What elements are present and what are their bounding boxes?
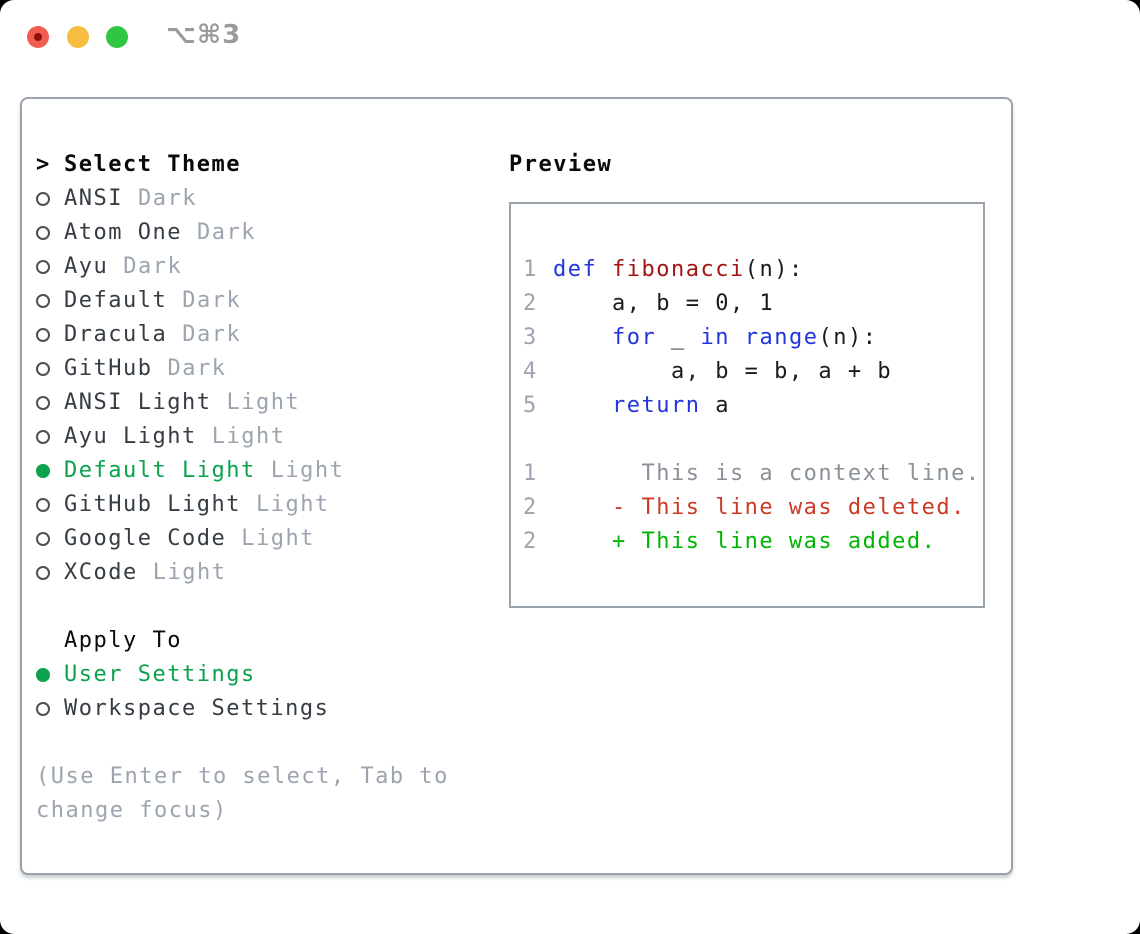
keyboard-hint-line2: change focus) <box>36 798 228 823</box>
diff-added-line: 2 + This line was added. <box>523 525 983 559</box>
theme-name: Ayu Light <box>64 424 197 449</box>
diff-deleted-line: 2 - This line was deleted. <box>523 491 983 525</box>
line-number: 2 <box>523 495 538 520</box>
radio-icon <box>36 226 50 240</box>
window-titlebar: ⌥⌘3 <box>0 0 1140 76</box>
radio-icon <box>36 260 50 274</box>
keyboard-hint-line1: (Use Enter to select, Tab to <box>36 764 449 789</box>
theme-variant: Light <box>270 458 345 483</box>
apply-option-user-settings[interactable]: User Settings <box>36 658 496 692</box>
theme-picker-panel: > Select Theme ANSI Dark Atom One Dark A… <box>20 97 1013 875</box>
radio-icon <box>36 532 50 546</box>
theme-name: Google Code <box>64 526 227 551</box>
theme-option-atom-one-dark[interactable]: Atom One Dark <box>36 216 496 250</box>
theme-variant: Dark <box>137 186 197 211</box>
theme-name: ANSI <box>64 186 123 211</box>
line-number: 2 <box>523 291 538 316</box>
line-number: 1 <box>523 257 538 282</box>
close-button[interactable] <box>27 26 49 48</box>
theme-option-default-dark[interactable]: Default Dark <box>36 284 496 318</box>
theme-name: ANSI Light <box>64 390 212 415</box>
select-theme-title: Select Theme <box>64 152 241 177</box>
radio-icon <box>36 464 50 478</box>
radio-icon <box>36 362 50 376</box>
theme-name: Ayu <box>64 254 109 279</box>
line-number: 4 <box>523 359 538 384</box>
code-line: 2 a, b = 0, 1 <box>523 287 983 321</box>
theme-option-github-dark[interactable]: GitHub Dark <box>36 352 496 386</box>
apply-to-header: Apply To <box>36 624 496 658</box>
theme-name: GitHub Light <box>64 492 241 517</box>
theme-option-ansi-light[interactable]: ANSI Light Light <box>36 386 496 420</box>
apply-option-label: Workspace Settings <box>64 696 330 721</box>
preview-title: Preview <box>509 152 613 177</box>
code-line: 3 for _ in range(n): <box>523 321 983 355</box>
radio-icon <box>36 430 50 444</box>
line-number: 3 <box>523 325 538 350</box>
radio-icon <box>36 294 50 308</box>
theme-option-default-light[interactable]: Default Light Light <box>36 454 496 488</box>
theme-option-ansi-dark[interactable]: ANSI Dark <box>36 182 496 216</box>
theme-variant: Dark <box>182 322 242 347</box>
theme-option-github-light[interactable]: GitHub Light Light <box>36 488 496 522</box>
theme-variant: Light <box>211 424 286 449</box>
theme-variant: Dark <box>196 220 256 245</box>
radio-icon <box>36 702 50 716</box>
line-number: 5 <box>523 393 538 418</box>
theme-list: > Select Theme ANSI Dark Atom One Dark A… <box>36 148 496 828</box>
close-dot-icon <box>34 33 42 41</box>
cursor-icon: > <box>36 152 51 177</box>
theme-variant: Dark <box>167 356 227 381</box>
theme-name: Default <box>64 288 168 313</box>
theme-option-google-code-light[interactable]: Google Code Light <box>36 522 496 556</box>
theme-name: GitHub <box>64 356 153 381</box>
radio-icon <box>36 328 50 342</box>
radio-icon <box>36 396 50 410</box>
minimize-button[interactable] <box>67 26 89 48</box>
code-line: 5 return a <box>523 389 983 423</box>
select-theme-header: > Select Theme <box>36 148 496 182</box>
theme-variant: Light <box>226 390 301 415</box>
line-number: 1 <box>523 461 538 486</box>
theme-option-ayu-light[interactable]: Ayu Light Light <box>36 420 496 454</box>
theme-option-xcode-light[interactable]: XCode Light <box>36 556 496 590</box>
blank-line <box>523 423 983 457</box>
theme-name: Dracula <box>64 322 168 347</box>
window-shortcut-label: ⌥⌘3 <box>166 20 242 50</box>
theme-option-dracula-dark[interactable]: Dracula Dark <box>36 318 496 352</box>
theme-option-ayu-dark[interactable]: Ayu Dark <box>36 250 496 284</box>
theme-variant: Light <box>255 492 330 517</box>
theme-variant: Light <box>152 560 227 585</box>
theme-variant: Dark <box>123 254 183 279</box>
radio-icon <box>36 668 50 682</box>
radio-icon <box>36 192 50 206</box>
apply-to-title: Apply To <box>64 628 182 653</box>
theme-variant: Dark <box>182 288 242 313</box>
apply-option-workspace-settings[interactable]: Workspace Settings <box>36 692 496 726</box>
theme-variant: Light <box>241 526 315 551</box>
radio-icon <box>36 566 50 580</box>
radio-icon <box>36 498 50 512</box>
theme-name: Atom One <box>64 220 182 245</box>
theme-name: Default Light <box>64 458 256 483</box>
line-number: 2 <box>523 529 538 554</box>
code-line: 4 a, b = b, a + b <box>523 355 983 389</box>
theme-name: XCode <box>64 560 138 585</box>
diff-context-line: 1 This is a context line. <box>523 457 983 491</box>
maximize-button[interactable] <box>106 26 128 48</box>
apply-option-label: User Settings <box>64 662 256 687</box>
